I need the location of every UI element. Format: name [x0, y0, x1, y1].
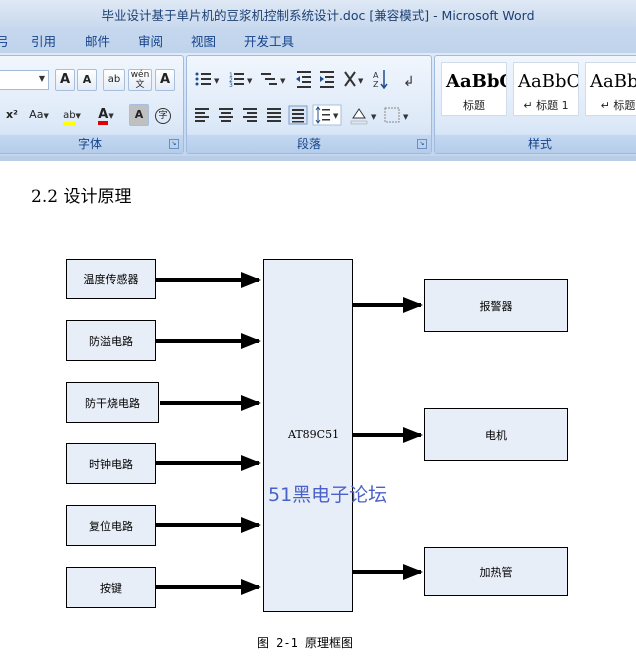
block-clock: 时钟电路 [66, 443, 156, 484]
styles-group: AaBbC 标题 AaBbC ↵ 标题 1 AaBbC ↵ 标题 样式 [434, 55, 636, 154]
svg-text:▼: ▼ [358, 77, 364, 85]
svg-text:↲: ↲ [403, 74, 415, 90]
distributed-icon[interactable] [288, 105, 308, 125]
chevron-down-icon: ▼ [38, 74, 45, 83]
block-anti-dry-burn: 防干烧电路 [66, 382, 159, 423]
align-right-icon[interactable] [243, 108, 257, 122]
font-group-label: 字体 [0, 135, 183, 153]
figure-caption: 图 2-1 原理框图 [256, 636, 354, 650]
mcu-label: AT89C51 [288, 428, 340, 441]
paragraph-group: ▼ 1 2 3 ▼ ▼ [186, 55, 432, 154]
styles-group-label: 样式 [435, 135, 636, 153]
svg-text:▼: ▼ [333, 112, 339, 120]
svg-text:▼: ▼ [214, 77, 220, 85]
chevron-down-icon: ▼ [43, 112, 49, 120]
section-heading: 2.2 设计原理 [31, 187, 132, 207]
tab-partial[interactable]: 弓 [0, 34, 9, 49]
decrease-indent-icon[interactable] [296, 71, 311, 88]
block-reset: 复位电路 [66, 505, 156, 546]
style-item-title[interactable]: AaBbC 标题 [441, 62, 507, 116]
clear-format-button[interactable]: ab [103, 69, 125, 91]
svg-text:▼: ▼ [371, 113, 377, 121]
borders-icon[interactable]: ▼ [384, 107, 409, 123]
block-alarm: 报警器 [424, 279, 568, 332]
svg-text:▼: ▼ [280, 77, 286, 85]
grow-font-button[interactable]: A [55, 69, 75, 91]
line-spacing-icon[interactable]: ▼ [312, 104, 342, 126]
shading-icon[interactable]: ▼ [350, 108, 377, 125]
paragraph-group-label: 段落 [187, 135, 431, 153]
block-motor: 电机 [424, 408, 568, 461]
title-bar: 毕业设计基于单片机的豆浆机控制系统设计.doc [兼容模式] - Microso… [0, 0, 636, 27]
change-case-button[interactable]: Aa▼ [29, 108, 49, 121]
block-mcu [263, 259, 353, 612]
chevron-down-icon: ▼ [108, 112, 114, 120]
chevron-down-icon: ▼ [75, 112, 81, 120]
svg-text:3: 3 [229, 82, 233, 89]
style-item-heading[interactable]: AaBbC ↵ 标题 [585, 62, 636, 116]
font-size-combo[interactable]: ▼ [0, 70, 49, 90]
watermark: 51黑电子论坛 [268, 484, 388, 506]
paragraph-buttons: ▼ 1 2 3 ▼ ▼ [195, 70, 415, 126]
style-item-heading1[interactable]: AaBbC ↵ 标题 1 [513, 62, 579, 116]
superscript-button[interactable]: x² [6, 108, 18, 121]
char-border-button[interactable]: A [155, 69, 175, 91]
shrink-font-button[interactable]: A [77, 69, 97, 91]
dialog-launcher-icon[interactable]: ↘ [169, 139, 179, 149]
tab-developer[interactable]: 开发工具 [244, 34, 295, 49]
multilevel-list-icon[interactable]: ▼ [261, 73, 286, 85]
svg-text:▼: ▼ [247, 77, 253, 85]
increase-indent-icon[interactable] [320, 71, 334, 88]
asian-layout-icon[interactable]: ▼ [344, 71, 364, 87]
window-title: 毕业设计基于单片机的豆浆机控制系统设计.doc [兼容模式] - Microso… [101, 8, 535, 23]
tab-mailings[interactable]: 邮件 [85, 34, 111, 49]
sort-icon[interactable]: AZ [373, 70, 388, 90]
justify-icon[interactable] [267, 108, 281, 122]
tab-review[interactable]: 审阅 [138, 34, 164, 49]
block-anti-overflow: 防溢电路 [66, 320, 156, 361]
svg-text:2: 2 [229, 77, 233, 84]
block-temp-sensor: 温度传感器 [66, 259, 156, 299]
tab-references[interactable]: 引用 [31, 34, 57, 49]
svg-text:Z: Z [373, 80, 379, 89]
char-shading-button[interactable]: A [129, 104, 149, 126]
svg-text:A: A [373, 71, 379, 80]
font-color-button[interactable]: A▼ [91, 104, 121, 126]
ribbon-bottom-border [0, 156, 636, 161]
svg-text:▼: ▼ [403, 113, 409, 121]
svg-text:1: 1 [229, 72, 233, 79]
show-marks-icon[interactable]: ↲ [403, 74, 415, 90]
align-left-icon[interactable] [195, 108, 209, 122]
align-center-icon[interactable] [219, 108, 233, 122]
bullets-icon[interactable]: ▼ [195, 72, 221, 86]
numbering-icon[interactable]: 1 2 3 ▼ [229, 72, 253, 89]
dialog-launcher-icon[interactable]: ↘ [417, 139, 427, 149]
ribbon-tabs: 弓 引用 邮件 审阅 视图 开发工具 [0, 27, 636, 53]
tab-view[interactable]: 视图 [191, 34, 217, 49]
enclose-chars-button[interactable]: 字 [153, 104, 173, 126]
block-heater: 加热管 [424, 547, 568, 596]
block-key: 按键 [66, 567, 156, 608]
highlight-button[interactable]: ab▼ [57, 104, 87, 126]
